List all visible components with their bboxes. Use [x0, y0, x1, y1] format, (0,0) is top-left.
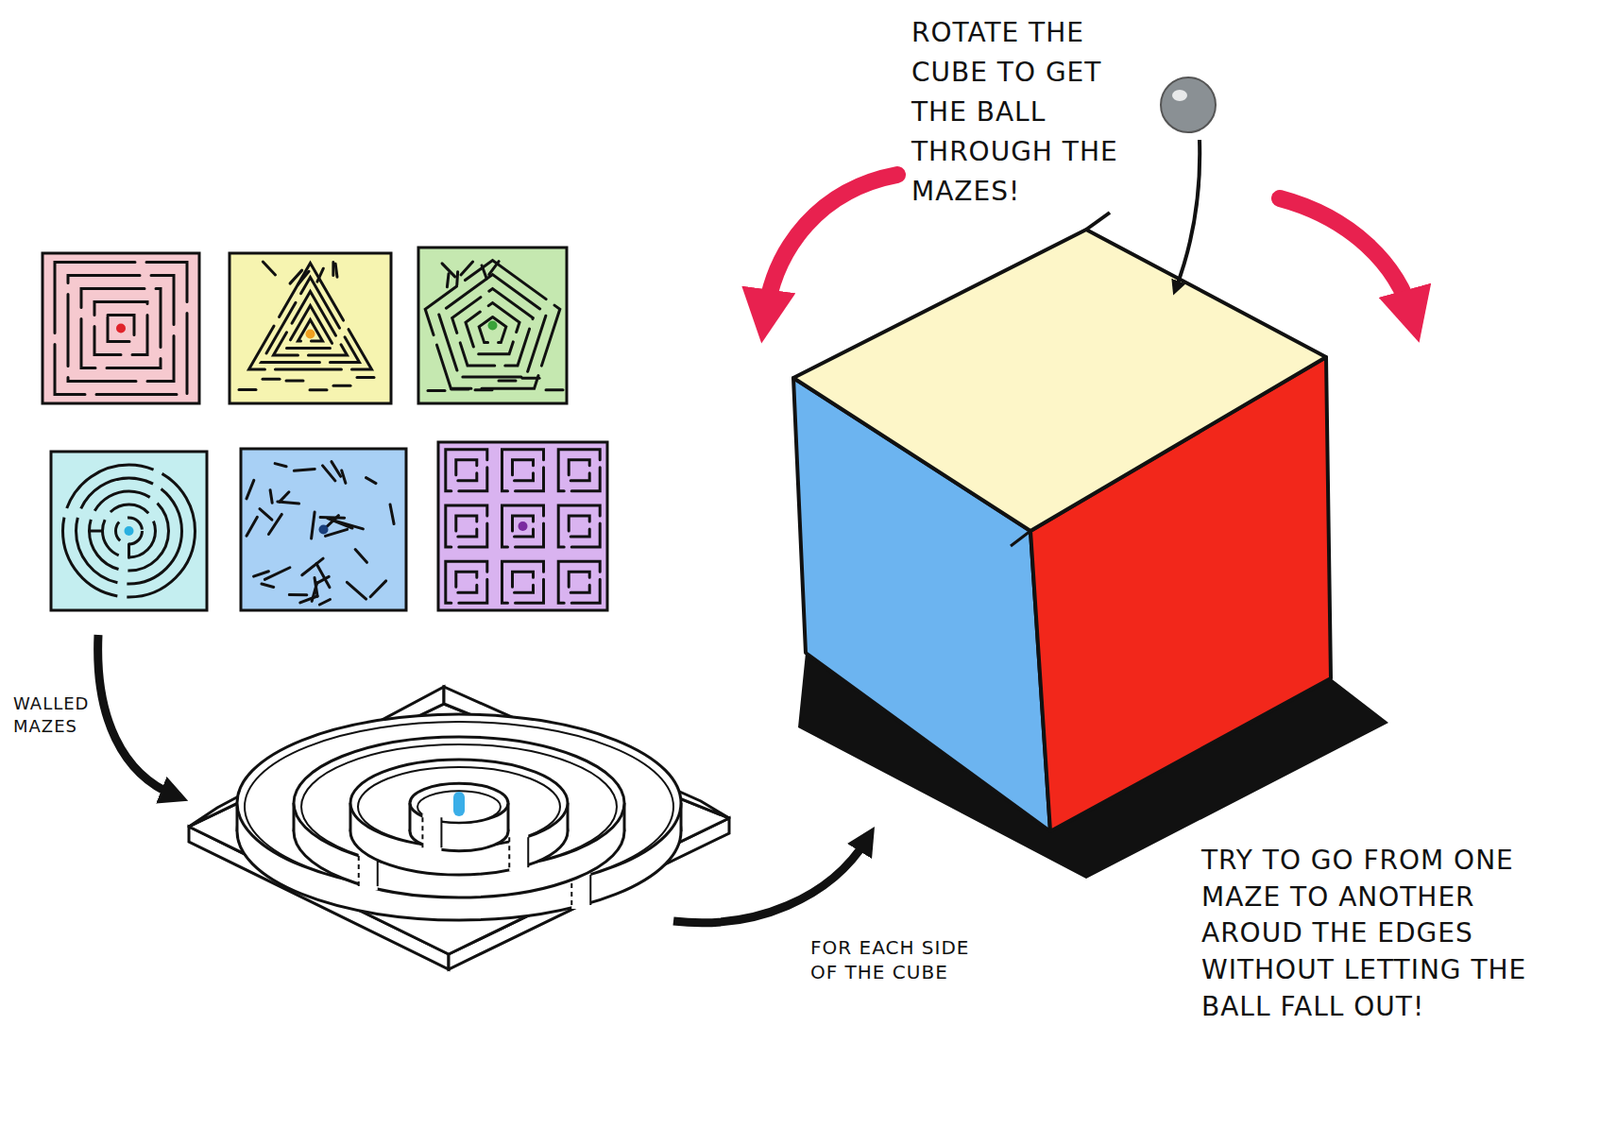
cube — [793, 212, 1389, 879]
leader-arrow — [1175, 139, 1200, 289]
note-text: TRY TO GO FROM ONE MAZE TO ANOTHER AROUD… — [1201, 842, 1542, 1025]
maze — [42, 253, 200, 404]
rotate-arrow — [1279, 198, 1413, 317]
note-text: WALLED MAZES — [13, 692, 108, 739]
maze — [418, 247, 567, 404]
note-text: ROTATE THE CUBE TO GET THE BALL THROUGH … — [911, 13, 1167, 212]
walled-maze — [188, 686, 730, 970]
maze — [51, 451, 207, 611]
maze — [240, 448, 407, 611]
maze — [438, 442, 608, 611]
flow-arrow — [98, 634, 175, 796]
maze-set — [42, 247, 608, 611]
maze — [229, 253, 392, 404]
note-text: FOR EACH SIDE OF THE CUBE — [810, 935, 981, 985]
rotate-arrow — [765, 174, 898, 317]
flow-arrow — [673, 838, 868, 923]
ball — [1160, 77, 1216, 133]
